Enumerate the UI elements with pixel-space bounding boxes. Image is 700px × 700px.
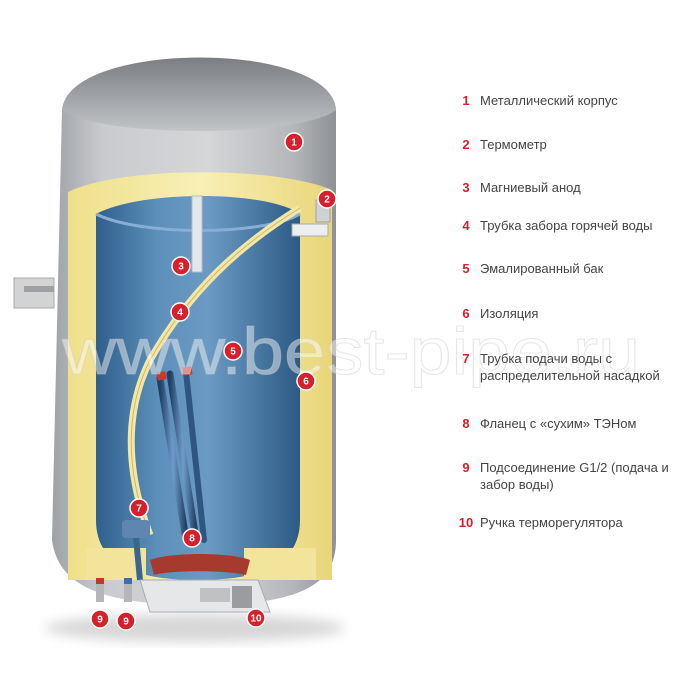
enamelled-tank	[96, 196, 300, 580]
legend-item: 10 Ручка терморегулятора	[452, 514, 698, 531]
marker-badge	[284, 132, 304, 152]
legend-label: Подсоединение G1/2 (подача и забор воды)	[480, 460, 669, 492]
marker-badge	[296, 371, 316, 391]
marker-badge	[317, 189, 337, 209]
marker-9: 9	[90, 609, 110, 629]
marker-badge	[90, 609, 110, 629]
legend-number: 1	[462, 93, 470, 108]
wall-bracket	[13, 277, 55, 309]
legend-number: 5	[462, 261, 470, 276]
legend-label: Ручка терморегулятора	[480, 515, 623, 530]
marker-6: 6	[296, 371, 316, 391]
legend-item: 5 Эмалированный бак	[452, 260, 698, 277]
legend-label: Термометр	[480, 137, 547, 152]
flange	[150, 554, 250, 575]
marker-number: 1	[291, 138, 297, 149]
marker-badge	[171, 256, 191, 276]
legend-item: 6 Изоляция	[452, 305, 698, 322]
legend-number: 9	[462, 460, 470, 475]
connection-pipes	[96, 578, 132, 602]
marker-number: 10	[250, 614, 262, 625]
legend-item: 3 Магниевый анод	[452, 179, 698, 196]
hot-water-pipe-edge	[130, 207, 301, 536]
casing-top	[62, 57, 336, 131]
marker-8: 8	[182, 528, 202, 548]
marker-number: 8	[189, 534, 195, 545]
marker-number: 5	[230, 347, 236, 358]
marker-badge	[246, 608, 266, 628]
marker-1: 1	[284, 132, 304, 152]
legend-item: 4 Трубка забора горячей воды	[452, 217, 698, 234]
marker-number: 4	[177, 308, 183, 319]
legend-number: 2	[462, 137, 470, 152]
marker-number: 6	[303, 377, 309, 388]
cold-water-inlet-nozzle	[122, 520, 150, 581]
legend-item: 7 Трубка подачи воды с распределительной …	[452, 350, 698, 384]
legend-label: Изоляция	[480, 306, 539, 321]
legend-number: 10	[458, 515, 474, 530]
legend-number: 4	[462, 218, 470, 233]
marker-number: 2	[324, 195, 330, 206]
diagram-markers: 1 2 3 4 5 6 7 8 9 9 10	[90, 132, 337, 631]
marker-badge	[170, 302, 190, 322]
watermark: www.best-pipe.ru	[61, 314, 640, 388]
legend-number: 8	[462, 416, 470, 431]
bottom-insulation-right	[244, 548, 316, 580]
legend-item: 2 Термометр	[452, 136, 698, 153]
marker-badge	[116, 611, 136, 631]
marker-badge	[129, 498, 149, 518]
floor-shadow	[45, 614, 345, 642]
marker-10: 10	[246, 608, 266, 628]
legend-item: 1 Металлический корпус	[452, 92, 698, 109]
legend-number: 6	[462, 306, 470, 321]
magnesium-anode	[191, 195, 203, 273]
legend-label: Фланец с «сухим» ТЭНом	[480, 416, 637, 431]
marker-badge	[223, 341, 243, 361]
legend-item: 9 Подсоединение G1/2 (подача и забор воды…	[452, 459, 698, 493]
legend-label: Трубка забора горячей воды	[480, 218, 653, 233]
dry-heating-element	[156, 366, 207, 544]
marker-badge	[182, 528, 202, 548]
marker-number: 3	[178, 262, 184, 273]
marker-4: 4	[170, 302, 190, 322]
marker-number: 9	[97, 615, 103, 626]
legend: 1 Металлический корпус 2 Термометр 3 Магниевы…	[452, 0, 700, 700]
marker-5: 5	[223, 341, 243, 361]
legend-item: 8 Фланец с «сухим» ТЭНом	[452, 415, 698, 432]
legend-number: 7	[462, 351, 470, 366]
marker-2: 2	[317, 189, 337, 209]
legend-label: Металлический корпус	[480, 93, 618, 108]
legend-label: Трубка подачи воды с распределительной н…	[480, 351, 660, 383]
marker-number: 7	[136, 504, 142, 515]
marker-number: 9	[123, 617, 129, 628]
marker-9: 9	[116, 611, 136, 631]
thermostat-housing	[139, 579, 271, 613]
marker-3: 3	[171, 256, 191, 276]
legend-label: Эмалированный бак	[480, 261, 604, 276]
legend-number: 3	[462, 180, 470, 195]
marker-7: 7	[129, 498, 149, 518]
legend-label: Магниевый анод	[480, 180, 581, 195]
